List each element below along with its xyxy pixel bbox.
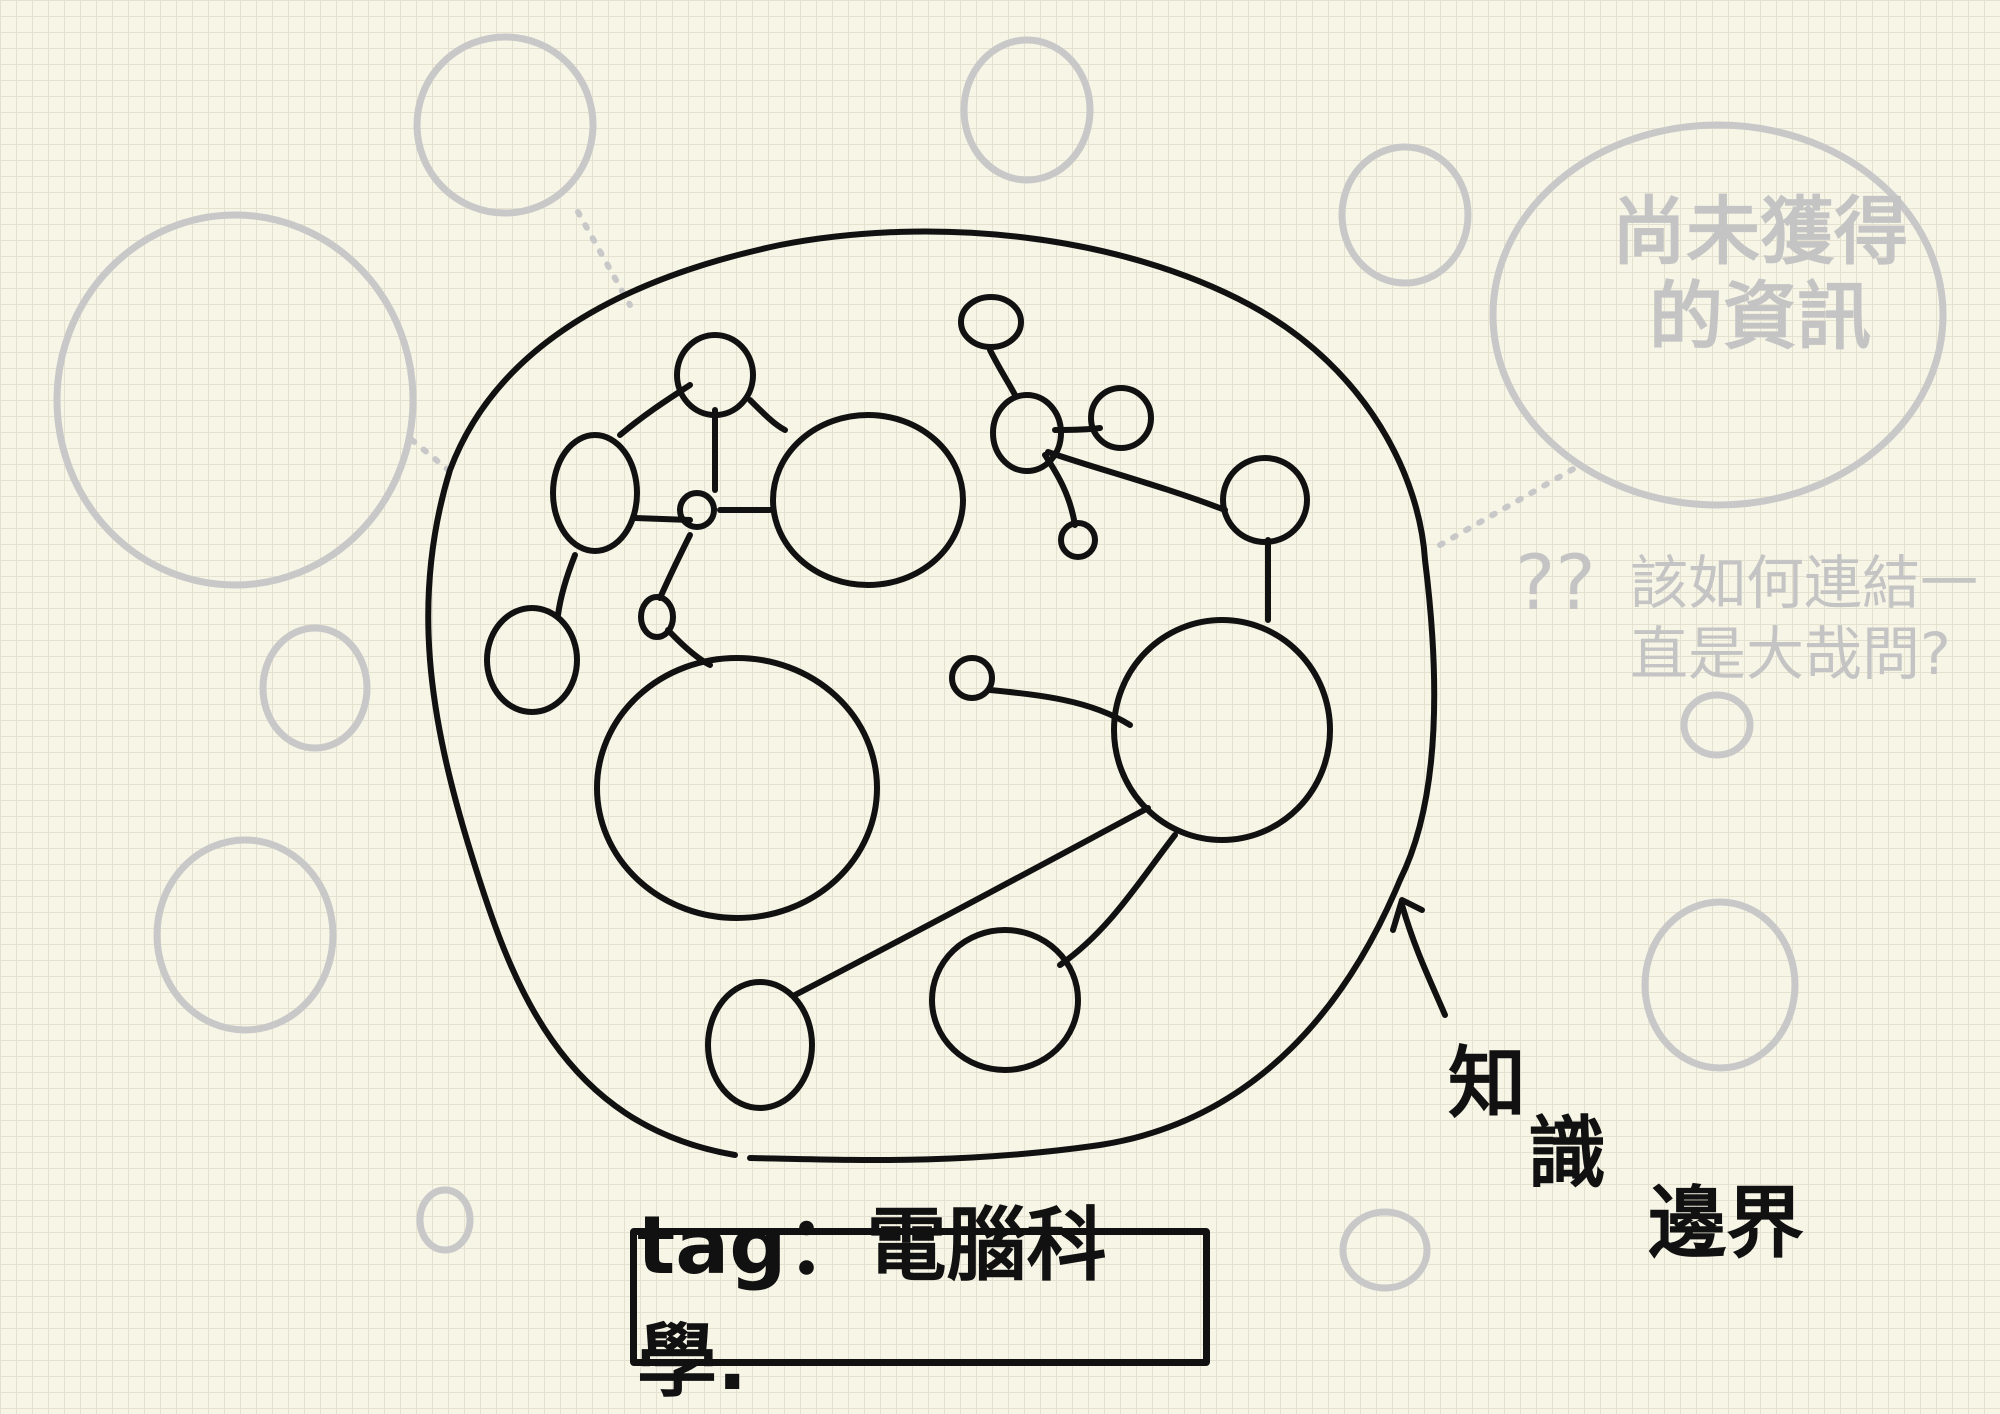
node — [484, 605, 580, 715]
node — [929, 927, 1081, 1073]
unknown-knowledge-nodes — [53, 33, 1947, 1292]
arrow-head — [1390, 897, 1425, 933]
ghost-node — [416, 1186, 474, 1254]
ghost-link — [1437, 465, 1578, 548]
ghost-node — [1338, 143, 1472, 287]
knowledge-boundary — [425, 228, 1438, 1164]
boundary-label-char-3: 邊界 — [1648, 1179, 1805, 1269]
node — [1220, 455, 1310, 545]
node-large — [1111, 617, 1333, 843]
question-text: 該如何連結一直是大哉問? — [1630, 549, 1979, 688]
boundary-label-char-2: 識 — [1528, 1109, 1607, 1199]
node — [674, 332, 756, 418]
link — [987, 687, 1133, 728]
link — [792, 805, 1151, 998]
ghost-node — [1680, 691, 1754, 759]
node-large — [594, 655, 880, 921]
ghost-node-unknown-info — [1489, 121, 1947, 509]
boundary-arrow — [1390, 897, 1448, 1018]
ghost-node — [413, 33, 597, 217]
node — [958, 294, 1024, 350]
ghost-node — [153, 836, 337, 1034]
tag-label: tag：電腦科學. — [637, 1199, 1107, 1408]
ghost-node-large — [53, 211, 417, 589]
node — [1088, 385, 1154, 451]
unknown-info-label: 尚未獲得的資訊 — [1612, 189, 1908, 361]
ghost-node — [259, 624, 371, 752]
ghost-link — [575, 209, 633, 308]
ghost-node — [1339, 1208, 1431, 1292]
question-marks: ?? — [1515, 538, 1596, 627]
ghost-node — [960, 36, 1094, 184]
link — [987, 347, 1018, 398]
tag-label-box: tag：電腦科學. — [630, 1199, 1210, 1408]
node — [770, 412, 966, 588]
node — [990, 392, 1064, 474]
node — [705, 979, 815, 1111]
known-knowledge-nodes — [484, 294, 1333, 1111]
link — [617, 382, 693, 438]
arrow-shaft — [1399, 902, 1448, 1018]
link — [555, 552, 578, 618]
node — [550, 432, 640, 554]
node — [677, 490, 717, 530]
node — [949, 655, 995, 701]
link — [1045, 449, 1228, 513]
boundary-label-char-1: 知 — [1448, 1039, 1527, 1129]
link — [657, 532, 693, 601]
ghost-node — [1641, 898, 1799, 1072]
node — [1058, 520, 1098, 560]
knowledge-boundary-label: 知 識 邊界 — [1448, 1039, 1804, 1265]
link — [747, 397, 788, 433]
node — [638, 594, 676, 640]
link — [1057, 832, 1178, 968]
